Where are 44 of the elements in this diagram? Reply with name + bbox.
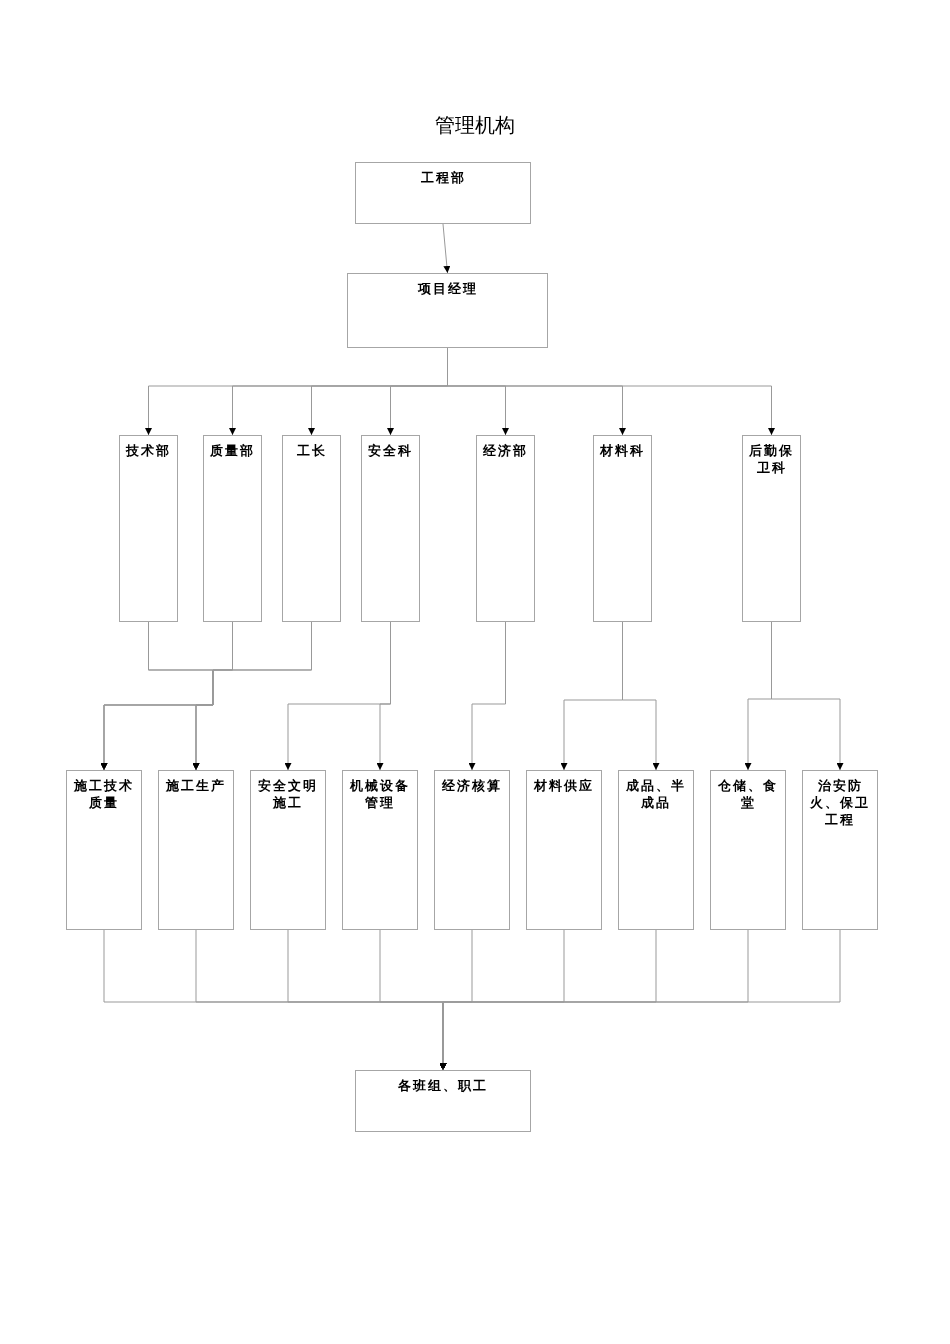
org-box: [250, 770, 326, 930]
org-box: [618, 770, 694, 930]
org-box: [361, 435, 420, 622]
org-box: [710, 770, 786, 930]
arrow: [192, 621, 312, 771]
org-box: [203, 435, 262, 622]
org-box: [66, 770, 142, 930]
box-label: 后勤保卫科: [748, 442, 795, 476]
box-label: 质量部: [209, 442, 256, 459]
box-label: 治安防火、保卫工程: [809, 777, 871, 828]
box-label: 项目经理: [416, 280, 479, 297]
box-label: 成品、半成品: [625, 777, 687, 811]
box-label: 机械设备管理: [348, 777, 411, 811]
org-box: [742, 435, 801, 622]
box-label: 经济核算: [441, 777, 503, 794]
box-label: 各班组、职工: [397, 1077, 489, 1094]
arrow: [376, 621, 391, 771]
org-box: [282, 435, 341, 622]
org-box: [342, 770, 418, 930]
box-label: 仓储、食堂: [717, 777, 779, 811]
org-box: [158, 770, 234, 930]
org-box: [802, 770, 878, 930]
box-label: 工长: [295, 442, 328, 459]
box-label: 安全科: [367, 442, 414, 459]
org-box: [355, 1070, 531, 1132]
org-box: [347, 273, 548, 348]
org-box: [476, 435, 535, 622]
box-label: 技术部: [124, 442, 172, 459]
arrow: [442, 223, 451, 274]
org-box: [593, 435, 652, 622]
box-label: 材料科: [599, 442, 646, 459]
box-label: 材料供应: [533, 777, 595, 794]
org-box: [119, 435, 178, 622]
diagram-title: 管理机构: [434, 112, 516, 139]
org-box: [355, 162, 531, 224]
box-label: 施工技术质量: [73, 777, 135, 811]
org-box: [434, 770, 510, 930]
box-label: 施工生产: [165, 777, 227, 794]
arrow: [439, 929, 841, 1071]
box-label: 工程部: [419, 169, 467, 186]
box-label: 安全文明施工: [257, 777, 319, 811]
arrow: [468, 621, 506, 771]
org-box: [526, 770, 602, 930]
box-label: 经济部: [482, 442, 529, 459]
